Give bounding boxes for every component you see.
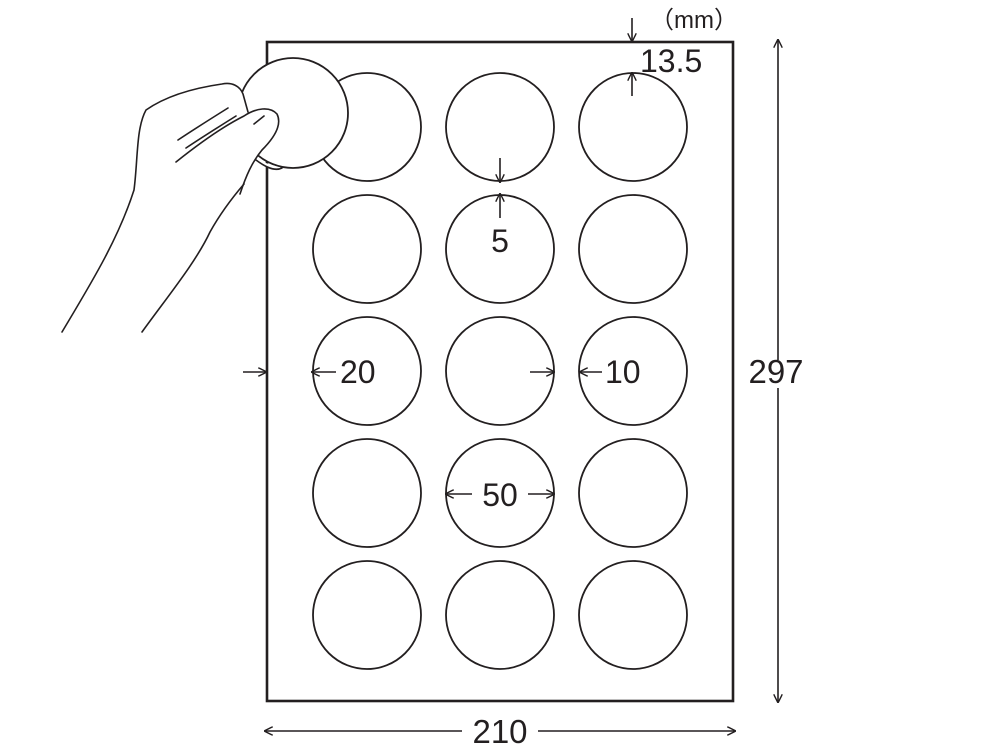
label-circle (312, 560, 422, 670)
label-circle (312, 194, 422, 304)
sheet-height-value: 297 (748, 353, 803, 390)
horizontal-gap-dimension: 10 (530, 354, 641, 390)
label-circle (578, 438, 688, 548)
label-grid (312, 72, 688, 670)
top-margin-dimension: 13.5 (632, 18, 702, 96)
top-margin-value: 13.5 (640, 43, 702, 79)
hand-illustration (61, 82, 249, 333)
label-circle (445, 560, 555, 670)
label-circle (578, 316, 688, 426)
side-margin-dimension: 20 (243, 354, 376, 390)
units-label: （mm） (650, 7, 738, 34)
label-circle (578, 194, 688, 304)
label-circle (578, 560, 688, 670)
vertical-gap-dimension: 5 (491, 158, 509, 259)
diameter-value: 50 (482, 477, 518, 513)
diameter-dimension: 50 (446, 477, 554, 513)
vertical-gap-value: 5 (491, 223, 509, 259)
sheet-width-dimension: 210 (265, 713, 735, 750)
finger-illustration (175, 108, 280, 195)
hand-peeling-label (61, 57, 349, 333)
sheet-height-dimension: 297 (748, 40, 804, 702)
label-circle (578, 72, 688, 182)
sheet-width-value: 210 (472, 713, 527, 750)
label-circle (445, 316, 555, 426)
label-circle (312, 438, 422, 548)
horizontal-gap-value: 10 (605, 354, 641, 390)
side-margin-value: 20 (340, 354, 376, 390)
